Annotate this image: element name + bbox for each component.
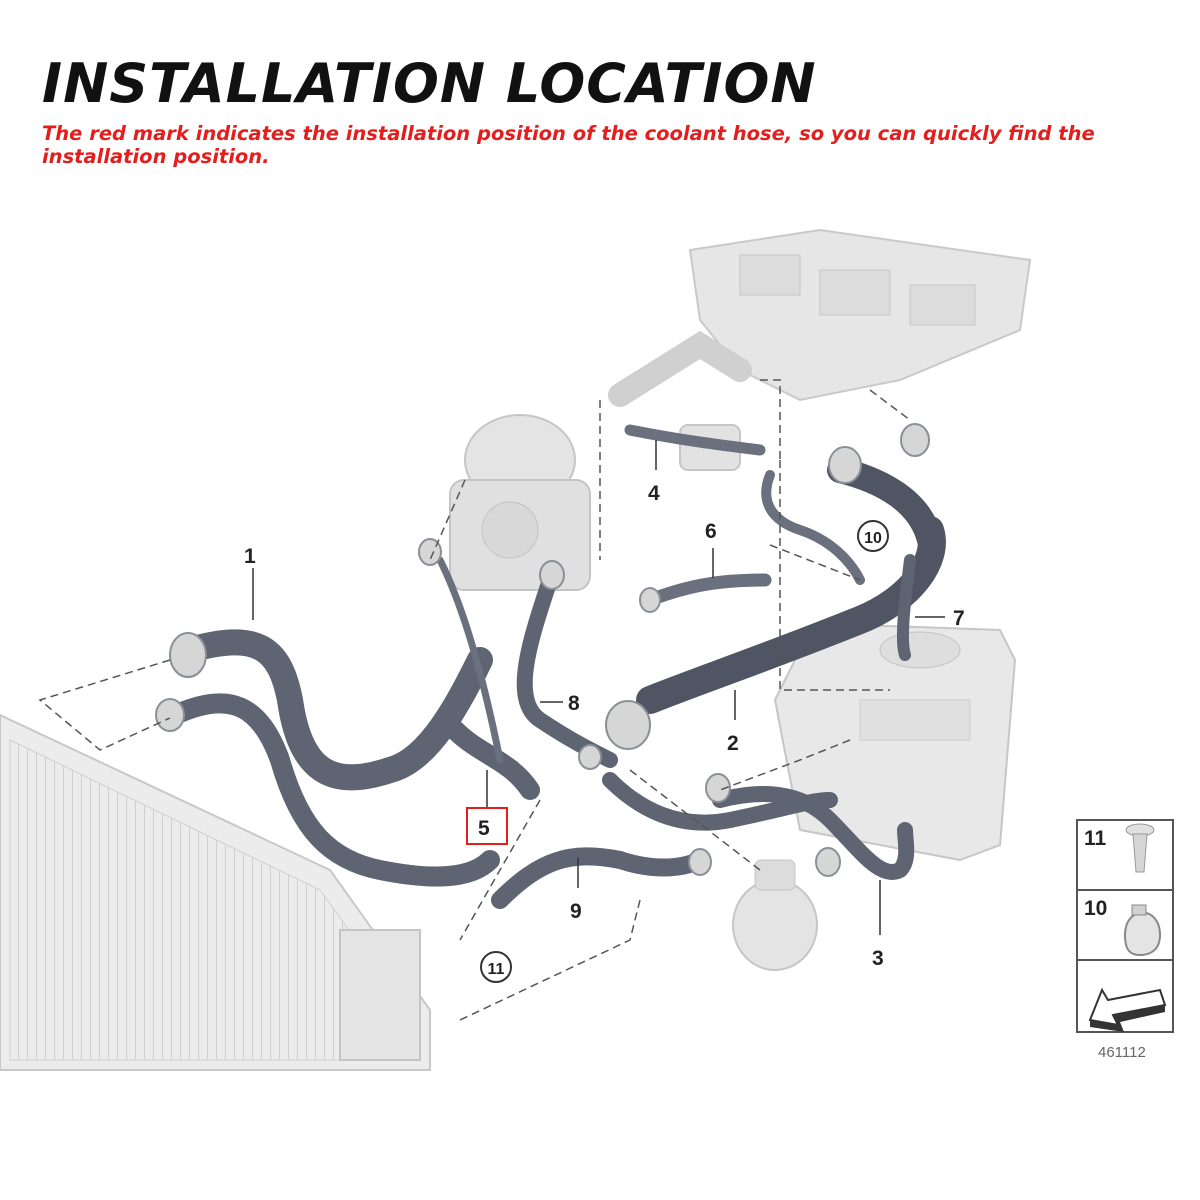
callout-10: 10 bbox=[864, 530, 882, 547]
diagram-reference-number: 461112 bbox=[1098, 1044, 1146, 1061]
direction-arrow-icon bbox=[1088, 987, 1167, 1032]
hose-1-lower bbox=[165, 693, 500, 887]
hose-thin-vertical bbox=[436, 556, 504, 764]
callout-3: 3 bbox=[872, 947, 884, 970]
expansion-tank bbox=[773, 623, 1017, 862]
callout-4: 4 bbox=[648, 482, 660, 505]
thermostat-housing bbox=[449, 414, 591, 591]
callout-leaders bbox=[252, 440, 945, 935]
hose-7 bbox=[896, 554, 916, 661]
hose-5 bbox=[445, 720, 540, 800]
hose-1-upper bbox=[177, 629, 493, 791]
callout-labels: 1 2 3 4 5 6 7 8 9 10 11 bbox=[244, 482, 965, 983]
hose-3 bbox=[712, 786, 915, 880]
legend-label-10: 10 bbox=[1084, 897, 1107, 920]
page-subtitle: The red mark indicates the installation … bbox=[42, 122, 1095, 168]
hose-6 bbox=[643, 573, 772, 607]
highlight-box bbox=[466, 807, 508, 845]
callout-5: 5 bbox=[478, 817, 490, 840]
hose-9 bbox=[491, 847, 709, 909]
callout-11-circle bbox=[480, 951, 512, 983]
hose-8 bbox=[516, 572, 618, 768]
hose-clamp-icon bbox=[1123, 904, 1162, 957]
callout-8: 8 bbox=[568, 692, 580, 715]
hose-10 bbox=[761, 470, 865, 585]
hose-4 bbox=[624, 424, 766, 456]
intake-manifold bbox=[608, 228, 1032, 407]
leader-lines bbox=[38, 379, 911, 1021]
callout-7: 7 bbox=[953, 607, 965, 630]
hose-2 bbox=[636, 516, 946, 714]
push-clip-icon bbox=[1125, 823, 1155, 873]
callout-11: 11 bbox=[488, 961, 505, 978]
hose-connectors bbox=[155, 423, 930, 877]
legend-label-11: 11 bbox=[1084, 827, 1107, 850]
callout-1: 1 bbox=[244, 545, 256, 568]
radiator bbox=[0, 713, 431, 1071]
callout-9: 9 bbox=[570, 900, 582, 923]
callout-2: 2 bbox=[727, 732, 739, 755]
callout-6: 6 bbox=[705, 520, 717, 543]
callout-10-circle bbox=[857, 520, 889, 552]
parts-legend: 11 10 bbox=[1076, 819, 1174, 1033]
hose-lower-right bbox=[602, 772, 838, 831]
page-title: INSTALLATION LOCATION bbox=[42, 52, 817, 115]
auxiliary-water-pump bbox=[732, 859, 818, 971]
